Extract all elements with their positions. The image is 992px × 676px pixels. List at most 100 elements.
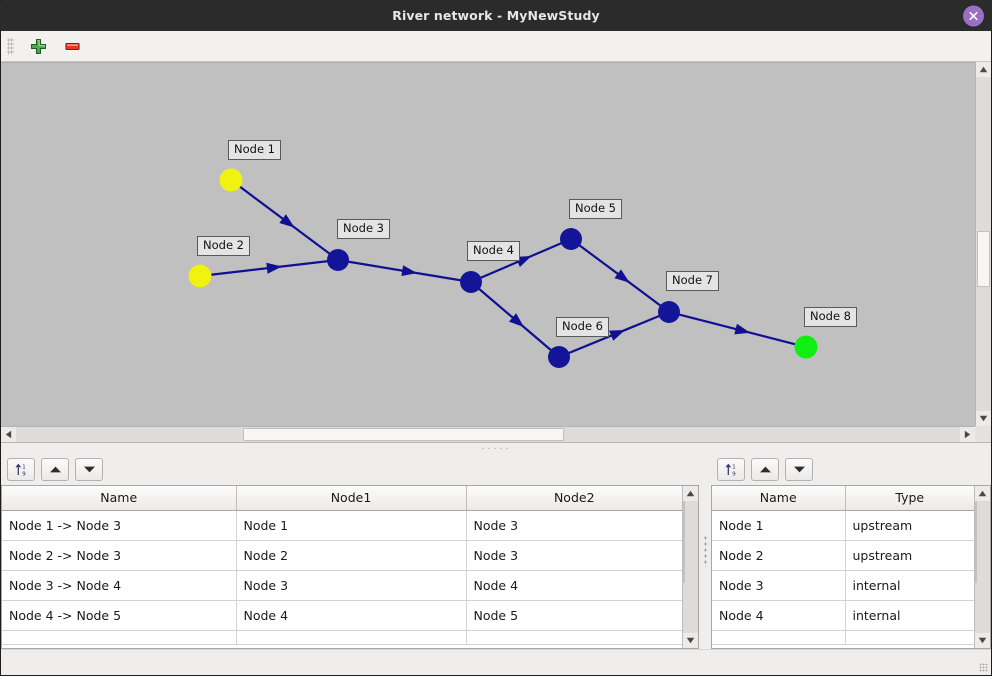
graph-node[interactable] [658,301,680,323]
table-cell[interactable]: Node 3 -> Node 4 [2,570,237,601]
column-header[interactable]: Node1 [236,486,467,511]
table-cell[interactable]: internal [845,600,974,631]
horizontal-splitter[interactable] [1,442,991,453]
node-table-scrollbar[interactable] [974,486,990,648]
table-cell[interactable]: Node 1 -> Node 3 [2,510,237,541]
scroll-right-button[interactable] [960,427,975,442]
graph-node-label[interactable]: Node 5 [569,199,622,219]
node-scroll-up-button[interactable] [975,486,990,501]
node-scroll-track[interactable] [975,501,990,633]
reach-move-up-button[interactable] [41,457,69,481]
column-header[interactable]: Node2 [466,486,682,511]
table-cell[interactable] [2,630,237,645]
node-move-down-button[interactable] [785,457,813,481]
graph-node-label[interactable]: Node 8 [804,307,857,327]
graph-node-label[interactable]: Node 6 [556,317,609,337]
graph-node-label[interactable]: Node 4 [467,241,520,261]
table-cell[interactable]: Node 4 -> Node 5 [2,600,237,631]
graph-node-label[interactable]: Node 3 [337,219,390,239]
reach-scroll-thumb[interactable] [683,501,685,583]
graph-node[interactable] [560,228,582,250]
graph-node[interactable] [460,271,482,293]
node-sort-button[interactable]: 1 9 [717,457,745,481]
graph-node-label[interactable]: Node 1 [228,140,281,160]
splitter-grip-icon [480,446,512,450]
table-cell[interactable]: upstream [845,540,974,571]
table-cell[interactable]: Node 3 [712,570,846,601]
table-cell[interactable]: internal [845,570,974,601]
table-cell[interactable] [712,630,846,645]
graph-node[interactable] [794,335,818,359]
node-layer [188,168,818,368]
scroll-up-button[interactable] [976,62,991,77]
table-cell[interactable]: Node 5 [466,600,682,631]
scroll-down-button[interactable] [976,411,991,426]
remove-node-icon [64,42,80,50]
table-cell[interactable]: Node 1 [236,510,467,541]
reach-move-down-button[interactable] [75,457,103,481]
reach-scroll-up-button[interactable] [683,486,698,501]
table-cell[interactable]: Node 3 [466,540,682,571]
move-up-icon [49,466,61,472]
node-table-toolbar: 1 9 [711,453,991,485]
add-node-button[interactable] [26,34,50,58]
column-header[interactable]: Name [2,486,237,511]
node-scroll-down-button[interactable] [975,633,990,648]
table-cell[interactable]: Node 4 [466,570,682,601]
toolbar-drag-handle[interactable] [7,37,14,55]
table-row[interactable] [2,630,682,645]
graph-horizontal-scrollbar[interactable] [1,426,975,442]
graph-vscroll-thumb[interactable] [977,230,990,288]
reach-table-scrollbar[interactable] [682,486,698,648]
status-bar [1,649,991,675]
table-cell[interactable]: Node 3 [236,570,467,601]
graph-vscroll-track[interactable] [976,77,991,411]
network-graph [188,168,818,368]
network-canvas[interactable]: Node 1 Node 2 Node 3 Node 4 Node 5 Node 6 Node… [1,62,975,426]
table-cell[interactable] [466,630,682,645]
graph-hscroll-track[interactable] [16,427,960,442]
close-button[interactable] [963,5,984,26]
graph-node[interactable] [327,249,349,271]
table-cell[interactable]: Node 2 -> Node 3 [2,540,237,571]
graph-vertical-scrollbar[interactable] [975,62,991,426]
graph-node[interactable] [188,264,212,288]
table-cell[interactable] [236,630,467,645]
graph-node-label[interactable]: Node 7 [666,271,719,291]
table-cell[interactable]: Node 4 [712,600,846,631]
node-move-up-button[interactable] [751,457,779,481]
vertical-splitter[interactable] [699,453,711,649]
table-cell[interactable]: Node 1 [712,510,846,541]
node-scroll-thumb[interactable] [975,501,977,583]
table-cell[interactable]: Node 3 [466,510,682,541]
table-cell[interactable]: upstream [845,510,974,541]
graph-hscroll-thumb[interactable] [242,428,564,441]
remove-node-button[interactable] [60,34,84,58]
table-cell[interactable] [845,630,974,645]
column-header[interactable]: Type [845,486,974,511]
reach-sort-button[interactable]: 1 9 [7,457,35,481]
table-cell[interactable]: Node 4 [236,600,467,631]
column-header[interactable]: Name [712,486,846,511]
window-resize-grip[interactable] [979,663,988,672]
table-cell[interactable]: Node 2 [236,540,467,571]
graph-node-label[interactable]: Node 2 [197,236,250,256]
table-row[interactable] [712,630,974,645]
chevron-right-icon [964,430,971,439]
scroll-left-button[interactable] [1,427,16,442]
table-cell[interactable]: Node 2 [712,540,846,571]
graph-node[interactable] [219,168,243,192]
reach-scroll-track[interactable] [683,501,698,633]
graph-node[interactable] [548,346,570,368]
reach-scroll-down-button[interactable] [683,633,698,648]
